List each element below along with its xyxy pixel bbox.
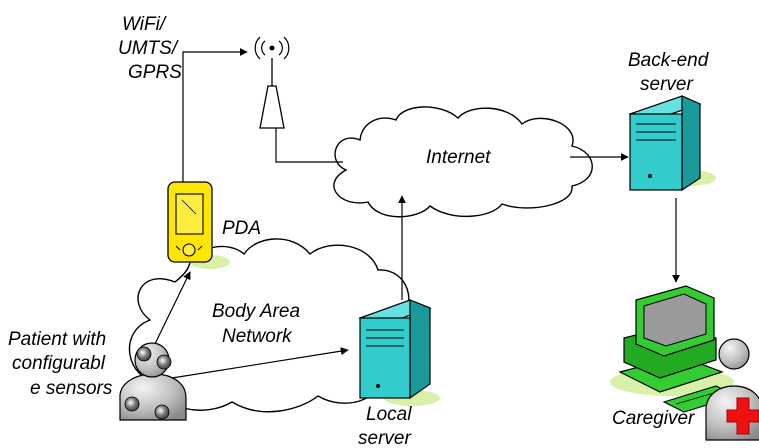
pda-icon [167, 181, 230, 269]
sensor-icon [156, 354, 172, 370]
labels: WiFi/ UMTS/ GPRS Back-end server Interne… [8, 14, 710, 448]
wifi-label-line2: UMTS/ [118, 38, 179, 59]
sensor-icon [124, 396, 140, 412]
ban-label-line1: Body Area [212, 301, 300, 322]
local-server-label-line1: Local [366, 404, 412, 425]
local-server-label-line2: server [358, 428, 411, 448]
computer-icon [610, 285, 738, 413]
pda-to-antenna-link [182, 48, 248, 182]
internet-cloud [333, 106, 593, 218]
sensor-icon [136, 346, 152, 362]
backend-label-line2: server [640, 74, 693, 95]
caregiver-icon [705, 338, 759, 441]
backend-server-icon [628, 95, 716, 192]
sensor-icon [154, 404, 170, 420]
connections [151, 48, 680, 379]
caregiver-label: Caregiver [612, 408, 695, 429]
local-server-icon [358, 299, 440, 406]
wifi-label-line3: GPRS [128, 62, 182, 83]
patient-label-line1: Patient with [8, 329, 106, 350]
internet-label: Internet [426, 147, 491, 168]
patient-label-line2: configurabl [12, 353, 106, 374]
patient-icon [119, 342, 187, 421]
backend-label-line1: Back-end [628, 50, 710, 71]
patient-to-local-arrow [171, 347, 349, 379]
antenna-icon [254, 36, 290, 129]
antenna-to-internet-link [275, 128, 343, 163]
patient-label-line3: e sensors [30, 378, 113, 399]
patient-to-pda-arrow [151, 271, 191, 351]
wifi-label-line1: WiFi/ [122, 14, 167, 35]
ban-label-line2: Network [222, 326, 293, 347]
pda-label: PDA [222, 218, 261, 239]
red-cross-icon [726, 397, 759, 435]
